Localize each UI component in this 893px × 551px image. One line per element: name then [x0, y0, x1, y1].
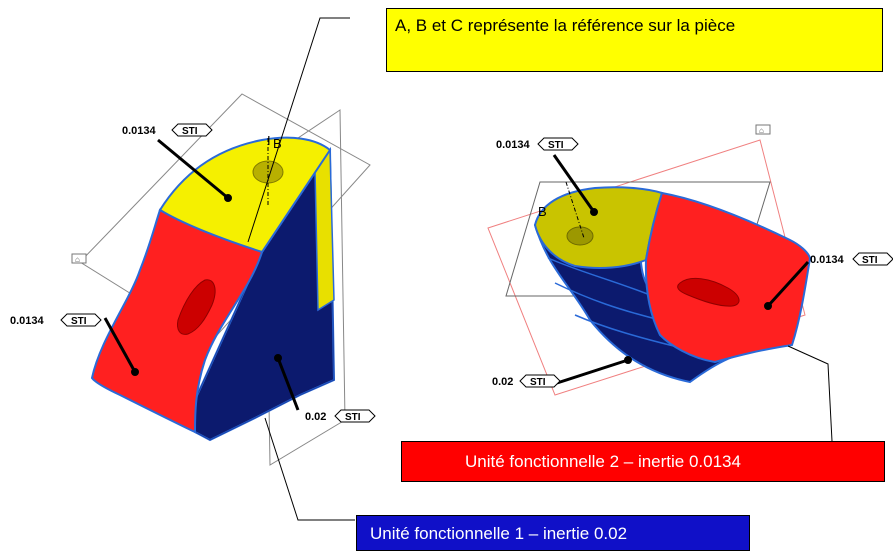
tolerance-value: 0.02	[305, 411, 326, 423]
left-leaders	[103, 17, 355, 521]
right-slot	[677, 277, 740, 307]
right-leaders	[552, 154, 833, 442]
reference-callout: A, B et C représente la référence sur la…	[386, 8, 883, 72]
svg-text:STI: STI	[71, 316, 87, 327]
right-tolerance-labels: 0.0134 STI 0.0134 STI 0.02 STI	[492, 137, 893, 388]
svg-text:STI: STI	[345, 412, 361, 423]
left-side-yellow-sliver	[314, 147, 335, 312]
sti-symbol-icon	[60, 313, 102, 327]
sti-symbol-icon	[537, 137, 579, 151]
sti-symbol-icon	[852, 252, 893, 266]
right-top-hole	[566, 226, 594, 246]
sti-symbol-icon	[519, 374, 561, 388]
svg-text:⌂: ⌂	[759, 126, 764, 135]
right-unit2-face	[644, 191, 812, 364]
unit2-callout: Unité fonctionnelle 2 – inertie 0.0134	[401, 441, 885, 482]
tolerance-value: 0.0134	[496, 139, 531, 151]
left-unit2-face	[90, 208, 264, 434]
right-reference-plane	[487, 139, 806, 396]
svg-text:STI: STI	[530, 377, 546, 388]
tolerance-value: 0.02	[492, 376, 513, 388]
unit1-callout-text: Unité fonctionnelle 1 – inertie 0.02	[370, 524, 628, 543]
datum-b-label: B	[273, 136, 282, 151]
left-part: ⌂ ⌂ I B	[71, 93, 371, 466]
datum-b-label: I	[267, 133, 271, 148]
tolerance-value: 0.0134	[810, 254, 845, 266]
tolerance-value: 0.0134	[122, 125, 157, 137]
svg-text:STI: STI	[862, 255, 878, 266]
svg-text:STI: STI	[548, 140, 564, 151]
sti-symbol-icon	[171, 123, 213, 137]
left-slot	[177, 279, 216, 335]
datum-flag-icon	[755, 124, 771, 135]
datum-flag-icon	[71, 253, 87, 264]
tolerance-value: 0.0134	[10, 315, 45, 327]
right-reference-face	[533, 186, 664, 269]
left-tolerance-labels: 0.0134 STI 0.0134 STI 0.02 STI	[10, 123, 376, 423]
right-part: ⌂ ⌂ B	[487, 124, 812, 396]
unit1-callout: Unité fonctionnelle 1 – inertie 0.02	[356, 515, 750, 551]
datum-b-label: B	[538, 204, 547, 219]
svg-text:⌂: ⌂	[75, 255, 80, 264]
reference-callout-text: A, B et C représente la référence sur la…	[395, 16, 736, 35]
sti-symbol-icon	[334, 409, 376, 423]
svg-text:STI: STI	[182, 126, 198, 137]
unit2-callout-text: Unité fonctionnelle 2 – inertie 0.0134	[465, 452, 741, 471]
